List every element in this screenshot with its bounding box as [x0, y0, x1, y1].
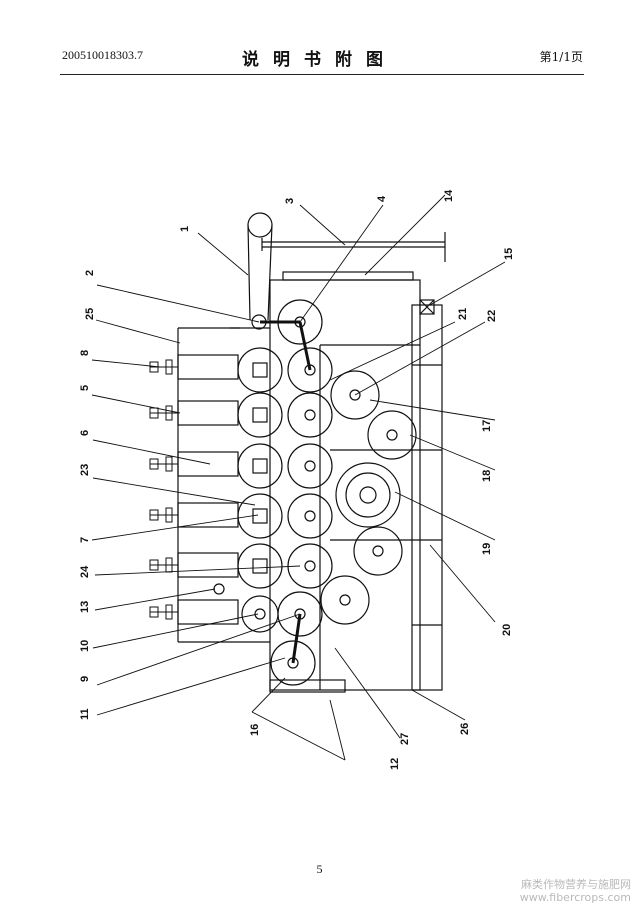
label-27: 27	[399, 733, 411, 745]
pressure-cylinders	[177, 354, 239, 625]
label-22: 22	[486, 310, 498, 322]
machine-frame	[269, 279, 421, 691]
label-25: 25	[84, 308, 96, 320]
label-9: 9	[79, 676, 91, 682]
part-labels: 1 2 3 4 5 6 7 8 9 10 11 12 13 14 15 16 1…	[79, 189, 515, 770]
watermark-line-1: 麻类作物营养与施肥网	[521, 878, 631, 891]
label-12: 12	[389, 758, 401, 770]
label-4: 4	[376, 195, 388, 202]
label-6: 6	[79, 430, 91, 436]
base-rail	[411, 304, 443, 691]
label-23: 23	[79, 464, 91, 476]
label-5: 5	[79, 385, 91, 391]
label-3: 3	[284, 198, 296, 204]
label-1: 1	[179, 226, 191, 232]
label-17: 17	[481, 420, 493, 432]
label-24: 24	[79, 565, 91, 578]
top-plate	[282, 271, 414, 281]
label-20: 20	[501, 624, 513, 636]
label-16: 16	[249, 724, 261, 736]
label-10: 10	[79, 640, 91, 652]
watermark: 麻类作物营养与施肥网 www.fibercrops.com	[520, 878, 631, 904]
lower-rolls	[270, 299, 333, 686]
label-8: 8	[79, 350, 91, 356]
label-7: 7	[79, 537, 91, 543]
page-number: 5	[316, 862, 323, 876]
label-15: 15	[503, 248, 515, 260]
label-14: 14	[443, 189, 455, 202]
label-18: 18	[481, 470, 493, 482]
label-26: 26	[459, 723, 471, 735]
upper-rolls	[237, 347, 283, 633]
page-title: 说明书附图	[242, 50, 397, 70]
label-21: 21	[457, 308, 469, 320]
application-number: 200510018303.7	[62, 48, 143, 62]
watermark-line-2: www.fibercrops.com	[519, 891, 631, 904]
page-indicator: 第1/1页	[539, 50, 583, 64]
header-rule	[60, 74, 584, 75]
label-13: 13	[79, 601, 91, 613]
top-pulley	[247, 212, 273, 238]
label-2: 2	[84, 270, 96, 276]
label-11: 11	[79, 708, 91, 720]
label-19: 19	[481, 543, 493, 555]
conditioning-rolls	[320, 370, 417, 625]
